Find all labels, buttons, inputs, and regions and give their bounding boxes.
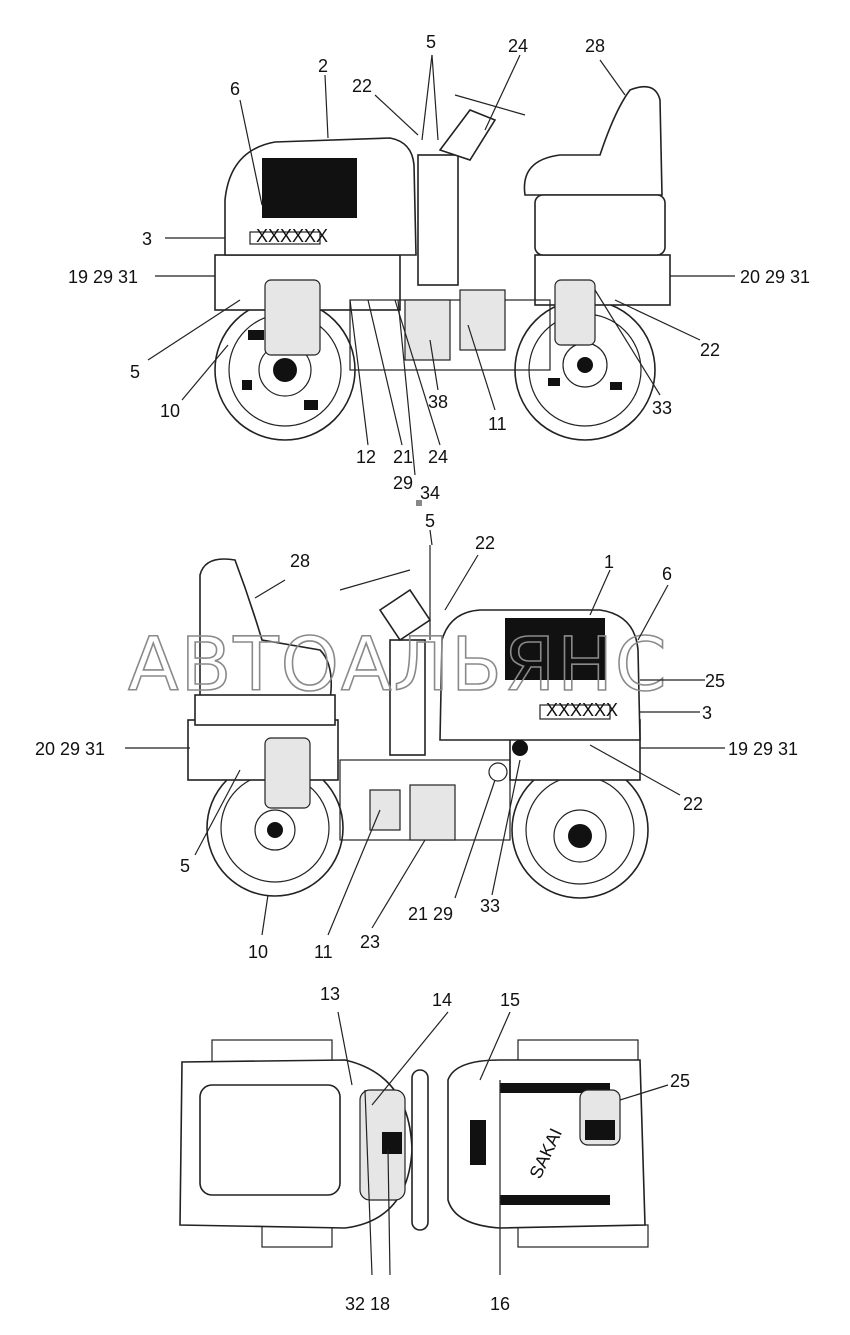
- callout-21: 21: [393, 447, 413, 467]
- callout-19-29-31: 19 29 31: [68, 267, 138, 287]
- callout-10: 10: [248, 942, 268, 962]
- callout-3: 3: [142, 229, 152, 249]
- callout-21-29: 21 29: [408, 904, 453, 924]
- side-view-upper: XXXXXX: [214, 85, 671, 441]
- callout-32-18: 32 18: [345, 1294, 390, 1314]
- callout-2: 2: [318, 56, 328, 76]
- callout-22: 22: [683, 794, 703, 814]
- callout-20-29-31: 20 29 31: [35, 739, 105, 759]
- callout-10: 10: [160, 401, 180, 421]
- callout-5: 5: [130, 362, 140, 382]
- callout-24: 24: [428, 447, 448, 467]
- callout-22: 22: [475, 533, 495, 553]
- callout-6: 6: [662, 564, 672, 584]
- callout-14: 14: [432, 990, 452, 1010]
- decal-middle: XXXXXX: [546, 700, 618, 720]
- callout-22: 22: [700, 340, 720, 360]
- callout-34: 34: [420, 483, 440, 503]
- callout-25: 25: [670, 1071, 690, 1091]
- seat-top: [199, 1084, 341, 1196]
- callout-6: 6: [230, 79, 240, 99]
- top-view: SAKAI: [179, 1039, 649, 1248]
- callout-5: 5: [425, 511, 435, 531]
- callout-28: 28: [585, 36, 605, 56]
- callout-19-29-31: 19 29 31: [728, 739, 798, 759]
- callout-22: 22: [352, 76, 372, 96]
- callout-29: 29: [393, 473, 413, 493]
- small-marker: [416, 500, 422, 506]
- callout-33: 33: [652, 398, 672, 418]
- callout-33: 33: [480, 896, 500, 916]
- leader-lines: [125, 54, 735, 1276]
- hood-window-middle: [505, 618, 605, 680]
- callout-16: 16: [490, 1294, 510, 1314]
- callout-11: 11: [488, 414, 507, 434]
- callout-13: 13: [320, 984, 340, 1004]
- callout-12: 12: [356, 447, 376, 467]
- callout-23: 23: [360, 932, 380, 952]
- callout-28: 28: [290, 551, 310, 571]
- callout-5: 5: [180, 856, 190, 876]
- callout-1: 1: [604, 552, 614, 572]
- callout-38: 38: [428, 392, 448, 412]
- seat-upper: [523, 85, 663, 196]
- seat-middle: [199, 558, 333, 701]
- hood-window-upper: [262, 158, 357, 218]
- callout-11: 11: [314, 942, 333, 962]
- decal-upper: XXXXXX: [256, 226, 328, 246]
- callout-25: 25: [705, 671, 725, 691]
- side-view-middle: XXXXXX: [187, 545, 649, 899]
- watermark-text: АВТОАЛЬЯНС: [128, 622, 669, 708]
- callout-24: 24: [508, 36, 528, 56]
- callout-5: 5: [426, 32, 436, 52]
- callout-20-29-31: 20 29 31: [740, 267, 810, 287]
- callout-labels: 5 24 28 22 6 2 3 19 29 31 20 29 31 5 10 …: [35, 32, 810, 1314]
- callout-3: 3: [702, 703, 712, 723]
- callout-15: 15: [500, 990, 520, 1010]
